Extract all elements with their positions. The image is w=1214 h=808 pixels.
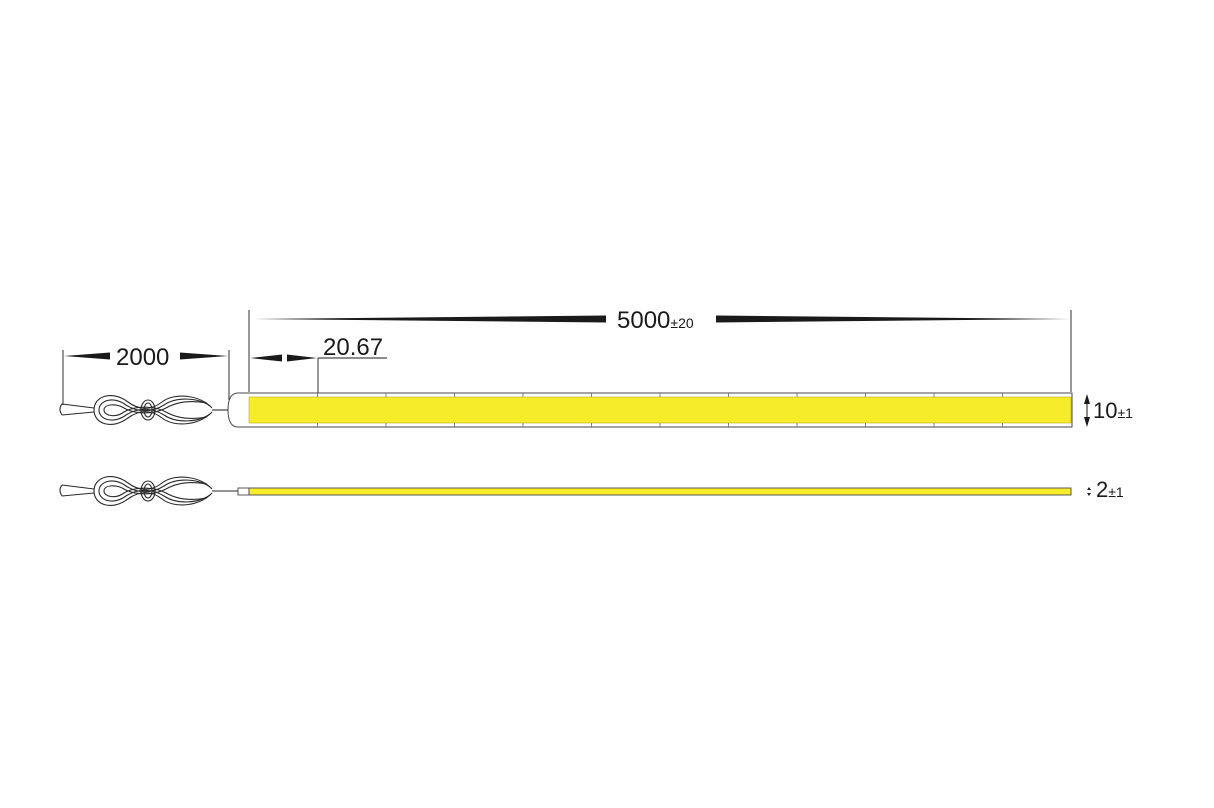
cable-length-value: 2000 [116, 344, 169, 371]
thickness-tolerance: ±1 [1108, 484, 1124, 500]
coiled-cable-top [59, 395, 228, 425]
thickness-arrow-bottom [1087, 493, 1091, 496]
strip-top-view [59, 392, 1073, 428]
segment-marks [317, 393, 1003, 427]
cable-dimension [62, 350, 230, 405]
pitch-arrow-left [250, 354, 282, 362]
width-arrow-top [1084, 394, 1090, 404]
side-end-cap [237, 487, 250, 496]
length-arrow-right [716, 315, 1070, 323]
thickness-dimension [1087, 487, 1091, 496]
length-dimension [248, 310, 1072, 392]
width-value: 10±1 [1093, 398, 1133, 423]
strip-side-view [59, 476, 1072, 506]
length-value: 5000±20 [617, 307, 694, 334]
length-tolerance: ±20 [670, 315, 693, 331]
pitch-arrow-right [287, 354, 317, 362]
width-dimension [1084, 394, 1090, 427]
side-strip-body [248, 487, 1072, 496]
pitch-value: 20.67 [323, 334, 383, 361]
cable-arrow-right [180, 352, 228, 360]
thickness-value: 2±1 [1096, 477, 1124, 502]
strip-end-cap [227, 392, 249, 428]
width-arrow-bottom [1084, 417, 1090, 427]
thickness-arrow-top [1087, 487, 1091, 490]
width-tolerance: ±1 [1117, 405, 1133, 421]
strip-emitter [248, 396, 1072, 424]
length-arrow-left [250, 315, 606, 323]
coiled-cable-side [59, 476, 238, 506]
cable-arrow-left [64, 352, 110, 360]
pitch-dimension [250, 354, 387, 394]
